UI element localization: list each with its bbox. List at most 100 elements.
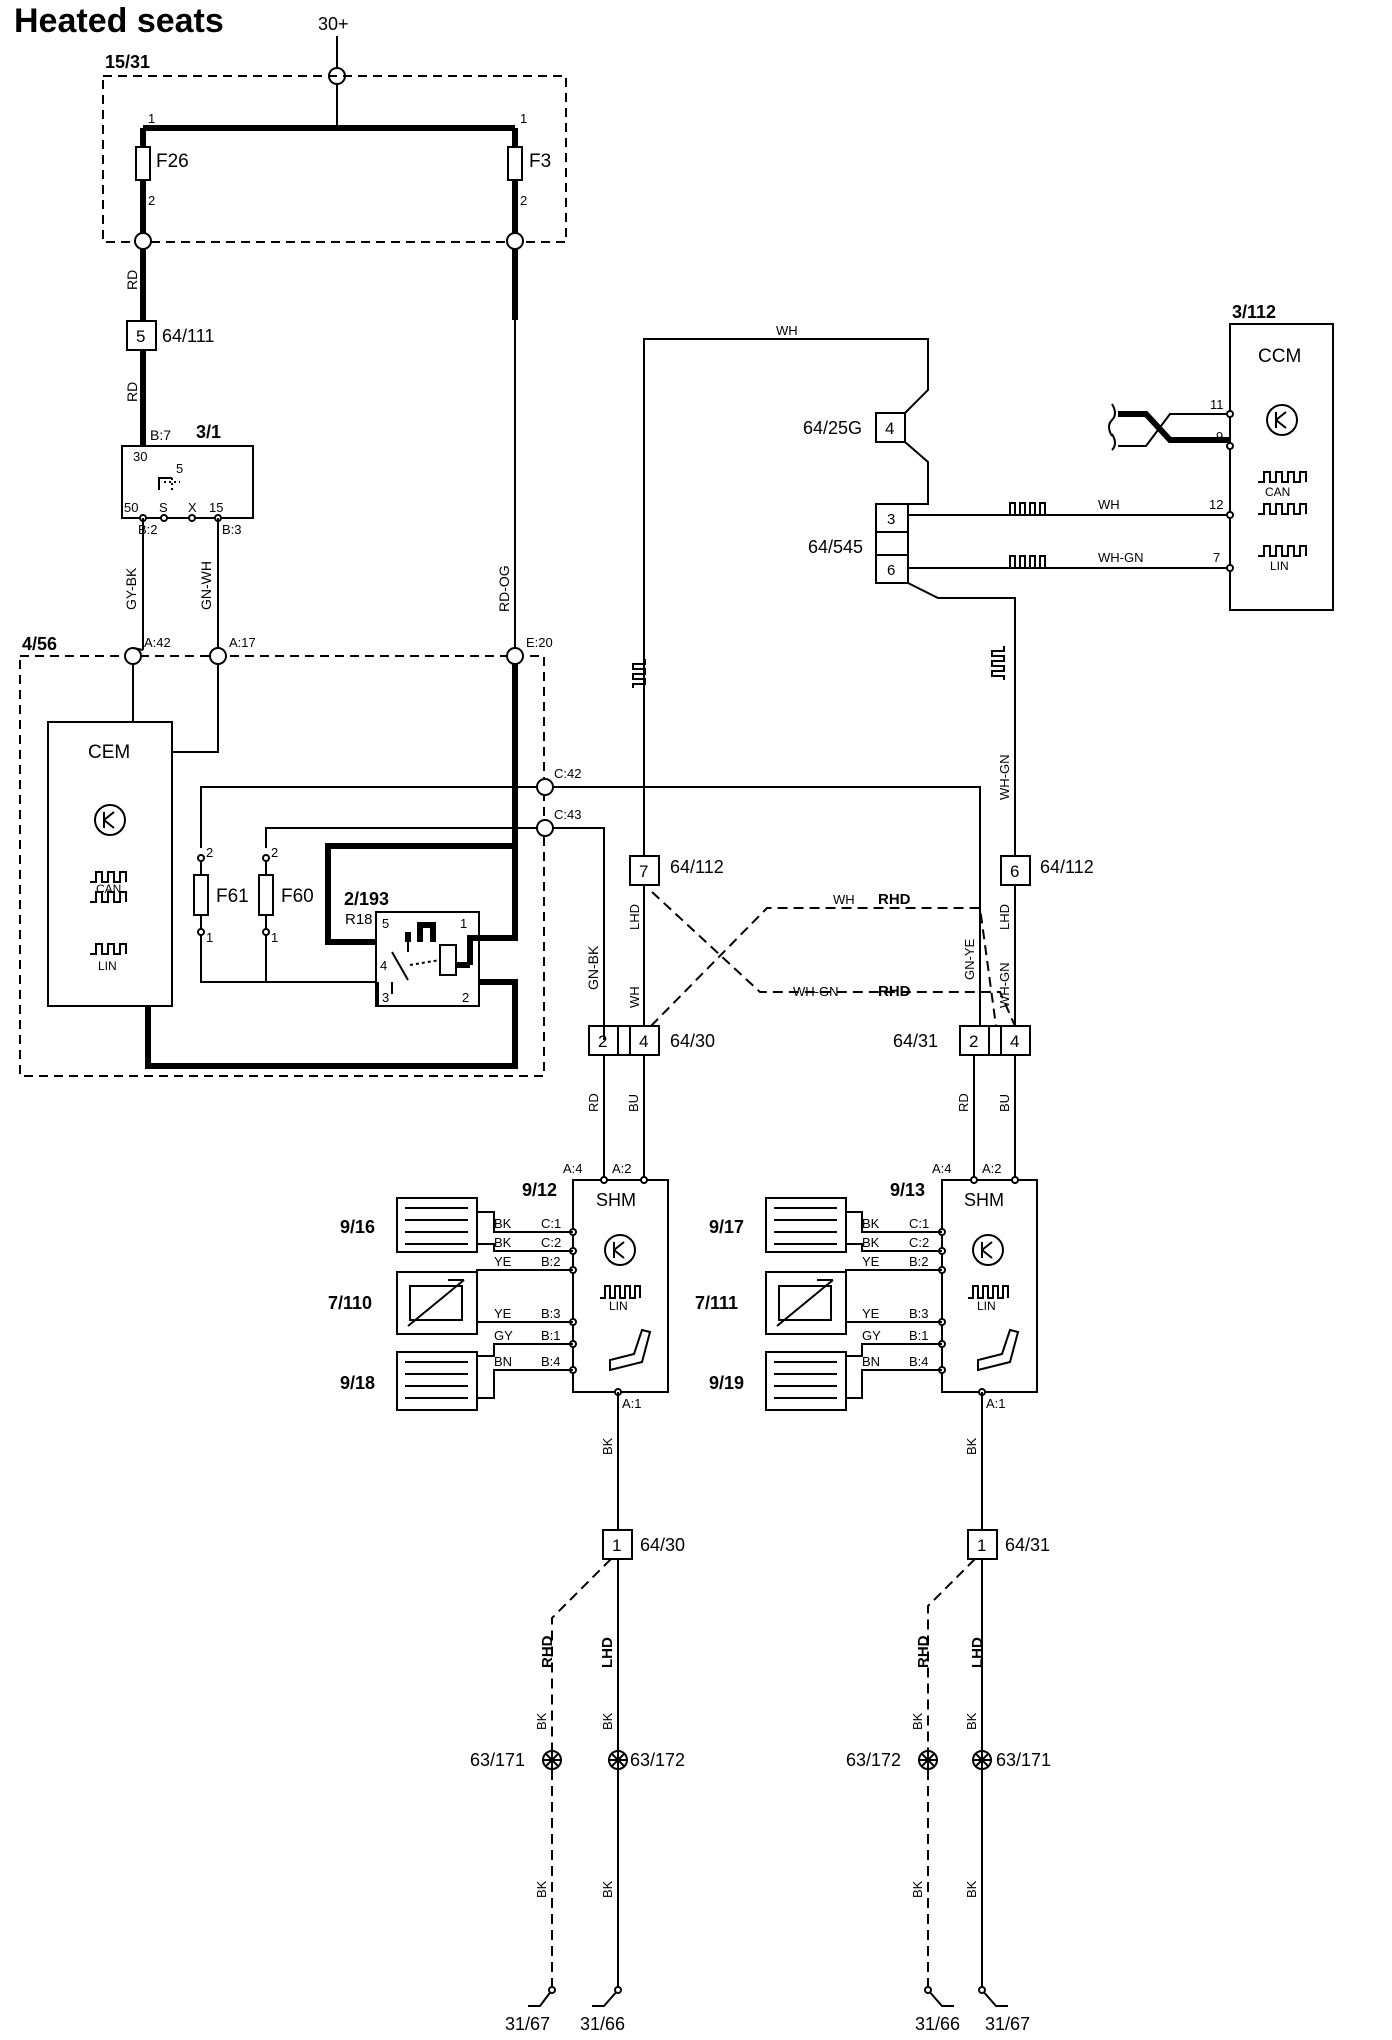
- wire-bu-r: BU: [997, 1094, 1012, 1112]
- shm-l-pin-a2: A:2: [612, 1161, 632, 1176]
- fuse-f26: [135, 146, 151, 181]
- splice-63-171-left: 63/171: [470, 1750, 562, 1770]
- wire-bk-c1-l: BK: [494, 1216, 512, 1231]
- transistor-icon: [94, 804, 126, 836]
- c64-545-pin-6: 6: [887, 562, 895, 579]
- shm-r-pin-c1: C:1: [909, 1216, 929, 1231]
- shm-left-id: 9/12: [522, 1180, 557, 1200]
- cem-pin-e20-node: [506, 647, 524, 665]
- wire-wh-ccm: WH: [1098, 497, 1120, 512]
- cushion-left-id: 9/16: [340, 1217, 375, 1237]
- wire-bk-lhd-r2: BK: [964, 1880, 979, 1898]
- f26-pin-1: 1: [148, 111, 155, 126]
- f60-pin-1: 1: [271, 930, 278, 945]
- cem-pin-c42-node: [536, 778, 554, 796]
- ccm-id: 3/112: [1232, 302, 1276, 322]
- shm-r-pin-a4: A:4: [932, 1161, 952, 1176]
- c64-30-label: 64/30: [670, 1031, 715, 1051]
- wire-ye-b2-l: YE: [494, 1254, 512, 1269]
- rhd-label-2: RHD: [878, 983, 911, 1000]
- ccm-3-112: 3/112 CCM CAN LIN: [1229, 302, 1334, 611]
- f60-pin-2: 2: [271, 845, 278, 860]
- wire-rd-l: RD: [586, 1093, 601, 1112]
- shm-r-pin-a1: A:1: [986, 1396, 1006, 1411]
- ignition-switch-3-1: 3/1 B:7 30 5 50 S X 15 B:2 B:3: [121, 422, 254, 537]
- relay-pin-2: 2: [462, 990, 469, 1005]
- cem-lin-label: LIN: [98, 959, 117, 973]
- splice-left-rhd: 63/171: [470, 1750, 525, 1770]
- ignition-switch-pin-in: B:7: [150, 427, 171, 443]
- wire-wh-gn-vert: WH-GN: [997, 755, 1012, 801]
- wire-bn-l: BN: [494, 1354, 512, 1369]
- temp-sensor-7-111: 7/111: [695, 1271, 847, 1335]
- shm-left-name: SHM: [596, 1190, 636, 1210]
- wire-bk-c2-l: BK: [494, 1235, 512, 1250]
- relay-coil: [439, 944, 457, 976]
- lhd-right-1: LHD: [997, 904, 1012, 930]
- fuse-f3: [507, 146, 523, 181]
- shm-l-pin-a4: A:4: [563, 1161, 583, 1176]
- gnd-left-lhd: 31/66: [580, 2014, 625, 2034]
- wire-rd-1: RD: [124, 270, 140, 290]
- ccm-can-label: CAN: [1265, 485, 1290, 499]
- sensor-left-id: 7/110: [328, 1293, 372, 1313]
- connector-64-111: [126, 320, 157, 351]
- c64-545-label: 64/545: [808, 537, 863, 557]
- wire-wh-gn-r: WH-GN: [997, 963, 1012, 1009]
- supply-label: 30+: [318, 14, 349, 34]
- wire-gn-ye: GN-YE: [962, 939, 977, 981]
- f26-pin-2: 2: [148, 193, 155, 208]
- fuse-f60: 2 F60 1: [258, 845, 314, 945]
- fuse-f61: 2 F61 1: [193, 845, 249, 945]
- c64-111-pin: 5: [136, 327, 145, 346]
- ccm-pin-7: 7: [1213, 550, 1220, 565]
- wire-ye-b2-r: YE: [862, 1254, 880, 1269]
- lhd-left-1: LHD: [627, 904, 642, 930]
- shm-right-transistor-icon: [972, 1234, 1004, 1266]
- shm-l-pin-c1: C:1: [541, 1216, 561, 1231]
- cem-pin-a42: A:42: [144, 635, 171, 650]
- lhd-gnd-r: LHD: [969, 1637, 986, 1668]
- wire-wh-gn-ccm: WH-GN: [1098, 550, 1144, 565]
- splice-63-171-right: 63/171: [972, 1750, 1051, 1770]
- shm-r-pin-c2: C:2: [909, 1235, 929, 1250]
- wire-bk-gnd-r: BK: [964, 1437, 979, 1455]
- f3-pin-1: 1: [520, 111, 527, 126]
- wire-rd-og: RD-OG: [496, 565, 512, 612]
- cem-pin-a17-node: [209, 647, 227, 665]
- c64-112-l-label: 64/112: [670, 857, 724, 877]
- connector-64-30: 2 4 64/30: [588, 1025, 715, 1056]
- lin-whgn-icon: [991, 646, 1005, 680]
- connector-64-112-pin-6: [1000, 855, 1031, 886]
- ign-pin-50: 50: [124, 500, 138, 515]
- seat-right-icon: [977, 1328, 1020, 1372]
- connector-64-545-pin-3: [875, 503, 909, 533]
- ccm-pin-11: 11: [1210, 397, 1224, 412]
- rhd-gnd-l: RHD: [539, 1635, 556, 1668]
- seat-cushion-heater-9-16: 9/16: [340, 1197, 478, 1253]
- wire-wh-top: WH: [776, 323, 798, 338]
- c64-31-label: 64/31: [893, 1031, 938, 1051]
- shm-l-pin-b2: B:2: [541, 1254, 561, 1269]
- f61-pin-2: 2: [206, 845, 213, 860]
- cem-pin-a17: A:17: [229, 635, 256, 650]
- relay-pin-1: 1: [460, 916, 467, 931]
- wire-wh-rhd: WH: [833, 892, 855, 907]
- ground-31-66-left: [592, 1989, 619, 2007]
- cem-module: CEM CAN LIN: [47, 721, 173, 1007]
- f3-out-node: [506, 232, 524, 250]
- wire-bn-r: BN: [862, 1354, 880, 1369]
- wire-bk-lhd-r1: BK: [964, 1712, 979, 1730]
- f3-label: F3: [529, 151, 551, 172]
- c64-25g-pin: 4: [885, 419, 894, 438]
- rhd-gnd-r: RHD: [915, 1635, 932, 1668]
- cem-pin-c43: C:43: [554, 807, 581, 822]
- wire-bk-gnd-l: BK: [600, 1437, 615, 1455]
- shm-left-lin-icon: [600, 1285, 641, 1299]
- relay-pin-4: 4: [380, 958, 387, 973]
- connector-64-30-gnd: [602, 1529, 633, 1560]
- c64-31-gnd-pin: 1: [977, 1536, 986, 1555]
- wire-gy-bk: GY-BK: [123, 567, 139, 610]
- c64-111-label: 64/111: [162, 326, 214, 346]
